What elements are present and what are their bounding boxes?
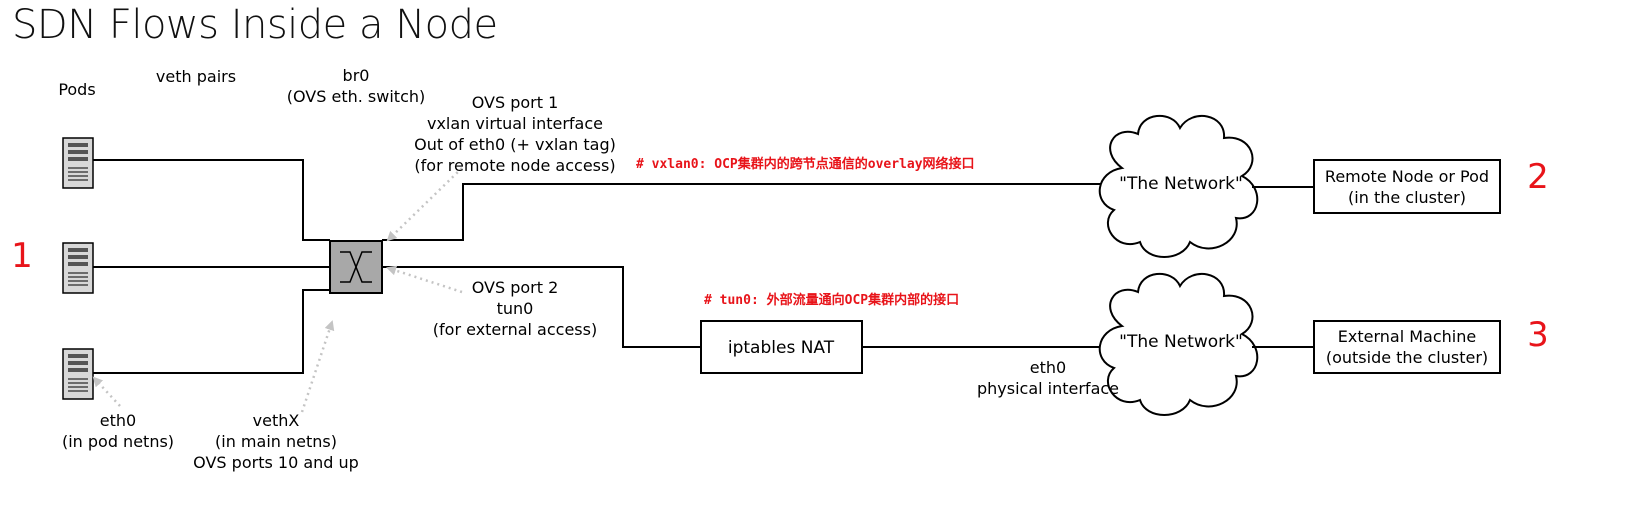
ovs-port1-label-line2: vxlan virtual interface [427,114,603,133]
marker-3: 3 [1527,315,1549,355]
arrow-ovs-port2 [386,265,463,294]
marker-1: 1 [11,236,33,276]
veth-line-top [93,159,330,241]
network-label-bottom: "The Network" [1119,332,1243,352]
network-cloud-icon-bottom [1098,272,1259,416]
ovs-port1-label-line1: OVS port 1 [472,93,559,112]
arrow-vethx [300,320,335,413]
br0-label-line1: br0 [343,66,370,85]
veth-line-bottom [93,289,330,374]
eth0-physical-label-line1: eth0 [1030,358,1066,377]
remote-node-label-line2: (in the cluster) [1348,188,1466,207]
vethx-label-line2: (in main netns) [215,432,337,451]
external-machine-box [1313,320,1501,374]
arrow-eth0-pod [92,376,121,407]
tun0-annotation: # tun0: 外部流量通向OCP集群内部的接口 [704,292,959,308]
br0-switch-icon [329,240,383,294]
pod-server-icon-1 [62,137,94,189]
external-machine-label-line1: External Machine [1338,327,1476,346]
vxlan-line [382,183,1110,241]
eth0-physical-label-line2: physical interface [977,379,1119,398]
external-machine-label-line2: (outside the cluster) [1326,348,1488,367]
ovs-port2-label-line2: tun0 [497,299,534,318]
ovs-port2-label-line3: (for external access) [433,320,597,339]
eth0-pod-label-line2: (in pod netns) [62,432,174,451]
network-cloud-icon-top [1098,114,1259,258]
br0-label-line2: (OVS eth. switch) [287,87,426,106]
pods-label: Pods [58,80,95,99]
eth0-pod-label-line1: eth0 [100,411,136,430]
vethx-label-line1: vethX [253,411,300,430]
vethx-label-line3: OVS ports 10 and up [193,453,359,472]
ovs-port1-label-line4: (for remote node access) [414,156,615,175]
arrow-ovs-port1 [386,167,463,242]
vxlan0-annotation: # vxlan0: OCP集群内的跨节点通信的overlay网络接口 [636,156,975,172]
pod-server-icon-3 [62,348,94,400]
tun0-line [382,266,701,348]
ovs-port2-label-line1: OVS port 2 [472,278,559,297]
veth-pairs-label: veth pairs [156,67,236,86]
remote-node-box [1313,159,1501,214]
marker-2: 2 [1527,157,1549,197]
iptables-nat-label: iptables NAT [728,338,835,358]
pod-server-icon-2 [62,242,94,294]
network-label-top: "The Network" [1119,174,1243,194]
ovs-port1-label-line3: Out of eth0 (+ vxlan tag) [414,135,616,154]
remote-node-label-line1: Remote Node or Pod [1325,167,1489,186]
page-title: SDN Flows Inside a Node [12,2,498,48]
